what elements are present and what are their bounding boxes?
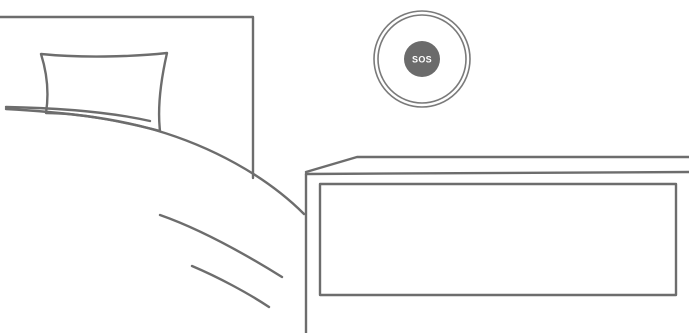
sos-label: SOS — [412, 55, 432, 65]
blanket-fold-lower — [192, 266, 269, 307]
blanket-fold-upper — [160, 215, 282, 277]
sos-button[interactable]: SOS — [374, 11, 470, 107]
nightstand-top — [306, 157, 689, 172]
nightstand-top-front-edge — [306, 172, 689, 174]
bed-blanket — [6, 109, 304, 214]
nightstand-drawer — [320, 184, 676, 295]
pillow-icon — [41, 53, 167, 131]
